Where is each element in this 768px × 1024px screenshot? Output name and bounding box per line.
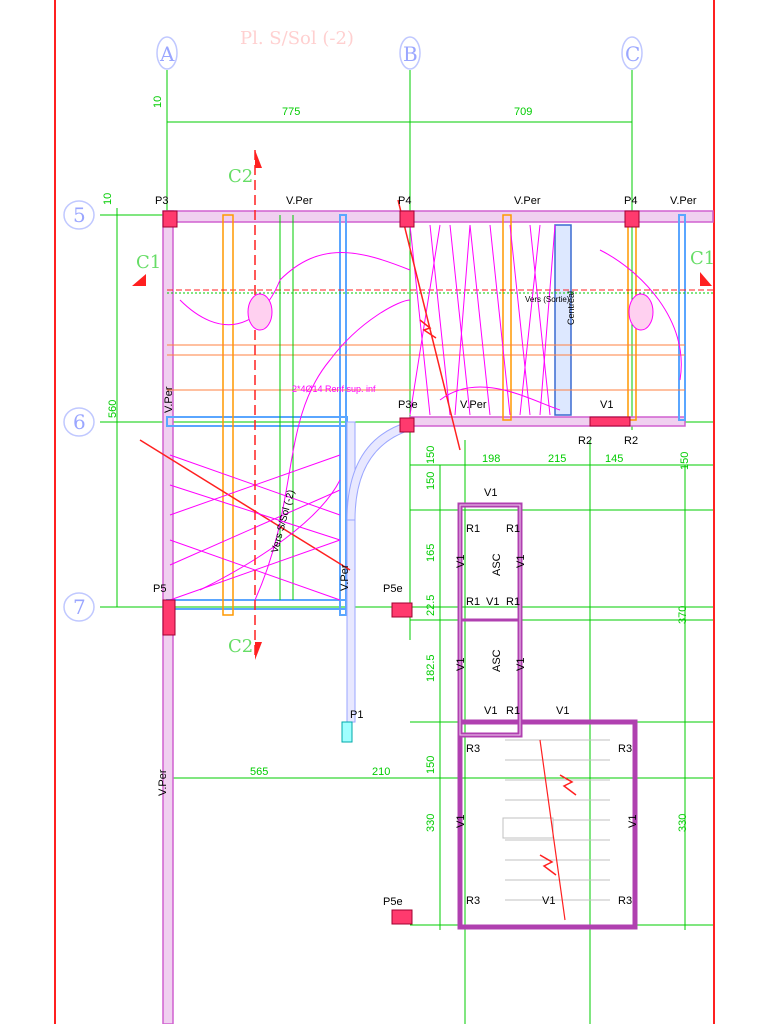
dim-right-370: 370 <box>677 606 689 624</box>
svg-text:7: 7 <box>73 595 86 619</box>
svg-text:ASC: ASC <box>491 553 503 576</box>
svg-text:ASC: ASC <box>491 649 503 672</box>
break-symbol-3 <box>539 854 557 876</box>
dim-right-330: 330 <box>677 814 689 832</box>
svg-text:C1: C1 <box>136 252 161 273</box>
axis-bubble-7: 7 <box>63 592 95 622</box>
svg-text:P3: P3 <box>155 195 168 207</box>
svg-text:V1: V1 <box>484 705 497 717</box>
svg-text:V1: V1 <box>484 487 497 499</box>
labels: P3 V.Per P4 V.Per P4 V.Per V.Per P3e V.P… <box>153 195 697 908</box>
break-symbol-2 <box>559 774 577 796</box>
svg-text:5: 5 <box>73 203 86 227</box>
beam-row-7 <box>166 599 348 610</box>
svg-text:V.Per: V.Per <box>514 195 541 207</box>
break-symbol-1 <box>419 319 437 339</box>
svg-text:A: A <box>159 42 175 66</box>
svg-text:B: B <box>403 42 418 66</box>
dim-mid-215: 215 <box>548 453 566 465</box>
dim-10-left: 10 <box>102 193 114 205</box>
svg-text:R2: R2 <box>578 435 592 447</box>
dim-shaft-182-5: 182.5 <box>425 654 437 682</box>
svg-text:V1: V1 <box>455 555 467 568</box>
svg-text:V.Per: V.Per <box>460 399 487 411</box>
svg-text:R3: R3 <box>618 895 632 907</box>
svg-text:P5e: P5e <box>383 583 403 595</box>
axis-bubble-a: A <box>156 36 178 70</box>
sheet-frame-right <box>713 0 715 1024</box>
svg-text:V.Per: V.Per <box>157 769 169 796</box>
svg-text:V1: V1 <box>627 815 639 828</box>
dim-10-top: 10 <box>152 96 164 108</box>
svg-text:R3: R3 <box>466 743 480 755</box>
svg-text:V.Per: V.Per <box>339 564 351 591</box>
axis-bubble-6: 6 <box>63 407 95 437</box>
svg-text:V.Per: V.Per <box>286 195 313 207</box>
note-reinf: 2*4Ø14 Renf sup. inf <box>292 384 376 394</box>
svg-text:P3e: P3e <box>398 399 418 411</box>
staircase-top <box>409 224 556 416</box>
dim-775: 775 <box>282 106 300 118</box>
svg-text:C2: C2 <box>228 166 253 187</box>
svg-text:V1: V1 <box>486 596 499 608</box>
dim-shaft-165: 165 <box>425 544 437 562</box>
sheet-frame-left <box>54 0 56 1024</box>
dim-560: 560 <box>107 400 119 418</box>
curved-wall <box>346 421 411 521</box>
svg-text:V.Per: V.Per <box>163 386 175 413</box>
dim-shaft-330: 330 <box>425 814 437 832</box>
dimension-bubbles <box>247 293 654 331</box>
vertical-bars <box>222 214 686 723</box>
svg-text:V1: V1 <box>455 815 467 828</box>
svg-text:P1: P1 <box>350 709 363 721</box>
svg-text:R1: R1 <box>466 523 480 535</box>
svg-text:R1: R1 <box>466 596 480 608</box>
section-c1: C1 C1 <box>132 248 715 286</box>
dim-mid-145: 145 <box>605 453 623 465</box>
axis-bubble-b: B <box>399 36 421 70</box>
dim-mid-150-r: 150 <box>679 452 691 470</box>
axis-bubble-c: C <box>621 36 643 70</box>
plan-title: Pl. S/Sol (-2) <box>240 28 354 49</box>
svg-text:C: C <box>625 42 640 66</box>
dim-565: 565 <box>250 766 268 778</box>
axis-bubble-5: 5 <box>63 200 95 230</box>
svg-text:R1: R1 <box>506 523 520 535</box>
svg-text:R1: R1 <box>506 705 520 717</box>
svg-text:V1: V1 <box>600 399 613 411</box>
columns <box>162 210 640 925</box>
dim-mid-150: 150 <box>425 446 437 464</box>
cut-line-top <box>397 199 461 451</box>
svg-text:P4: P4 <box>624 195 637 207</box>
svg-text:P5e: P5e <box>383 896 403 908</box>
note-centreal: Centreal <box>566 291 576 325</box>
svg-text:6: 6 <box>73 410 86 434</box>
dim-shaft-150: 150 <box>425 472 437 490</box>
elevator-shaft <box>457 502 638 930</box>
svg-text:R1: R1 <box>506 596 520 608</box>
svg-text:V1: V1 <box>515 658 527 671</box>
svg-text:R2: R2 <box>624 435 638 447</box>
section-c2-top: C2 C2 <box>228 150 262 660</box>
dim-709: 709 <box>514 106 532 118</box>
svg-text:R3: R3 <box>618 743 632 755</box>
svg-text:V1: V1 <box>455 658 467 671</box>
dim-mid-198: 198 <box>482 453 500 465</box>
svg-text:P4: P4 <box>398 195 411 207</box>
svg-text:P5: P5 <box>153 583 166 595</box>
staircase-lower <box>502 739 610 921</box>
svg-text:V1: V1 <box>515 555 527 568</box>
svg-text:V.Per: V.Per <box>670 195 697 207</box>
svg-text:C1: C1 <box>690 248 715 269</box>
dim-shaft-150b: 150 <box>425 756 437 774</box>
svg-text:V1: V1 <box>556 705 569 717</box>
horizontal-lines <box>167 215 713 600</box>
note-vers2: Vers (Sortie) <box>525 295 570 304</box>
svg-text:R3: R3 <box>466 895 480 907</box>
svg-text:C2: C2 <box>228 636 253 657</box>
svg-text:V1: V1 <box>542 895 555 907</box>
dim-shaft-22-5: 22.5 <box>425 595 437 616</box>
dim-210: 210 <box>372 766 390 778</box>
